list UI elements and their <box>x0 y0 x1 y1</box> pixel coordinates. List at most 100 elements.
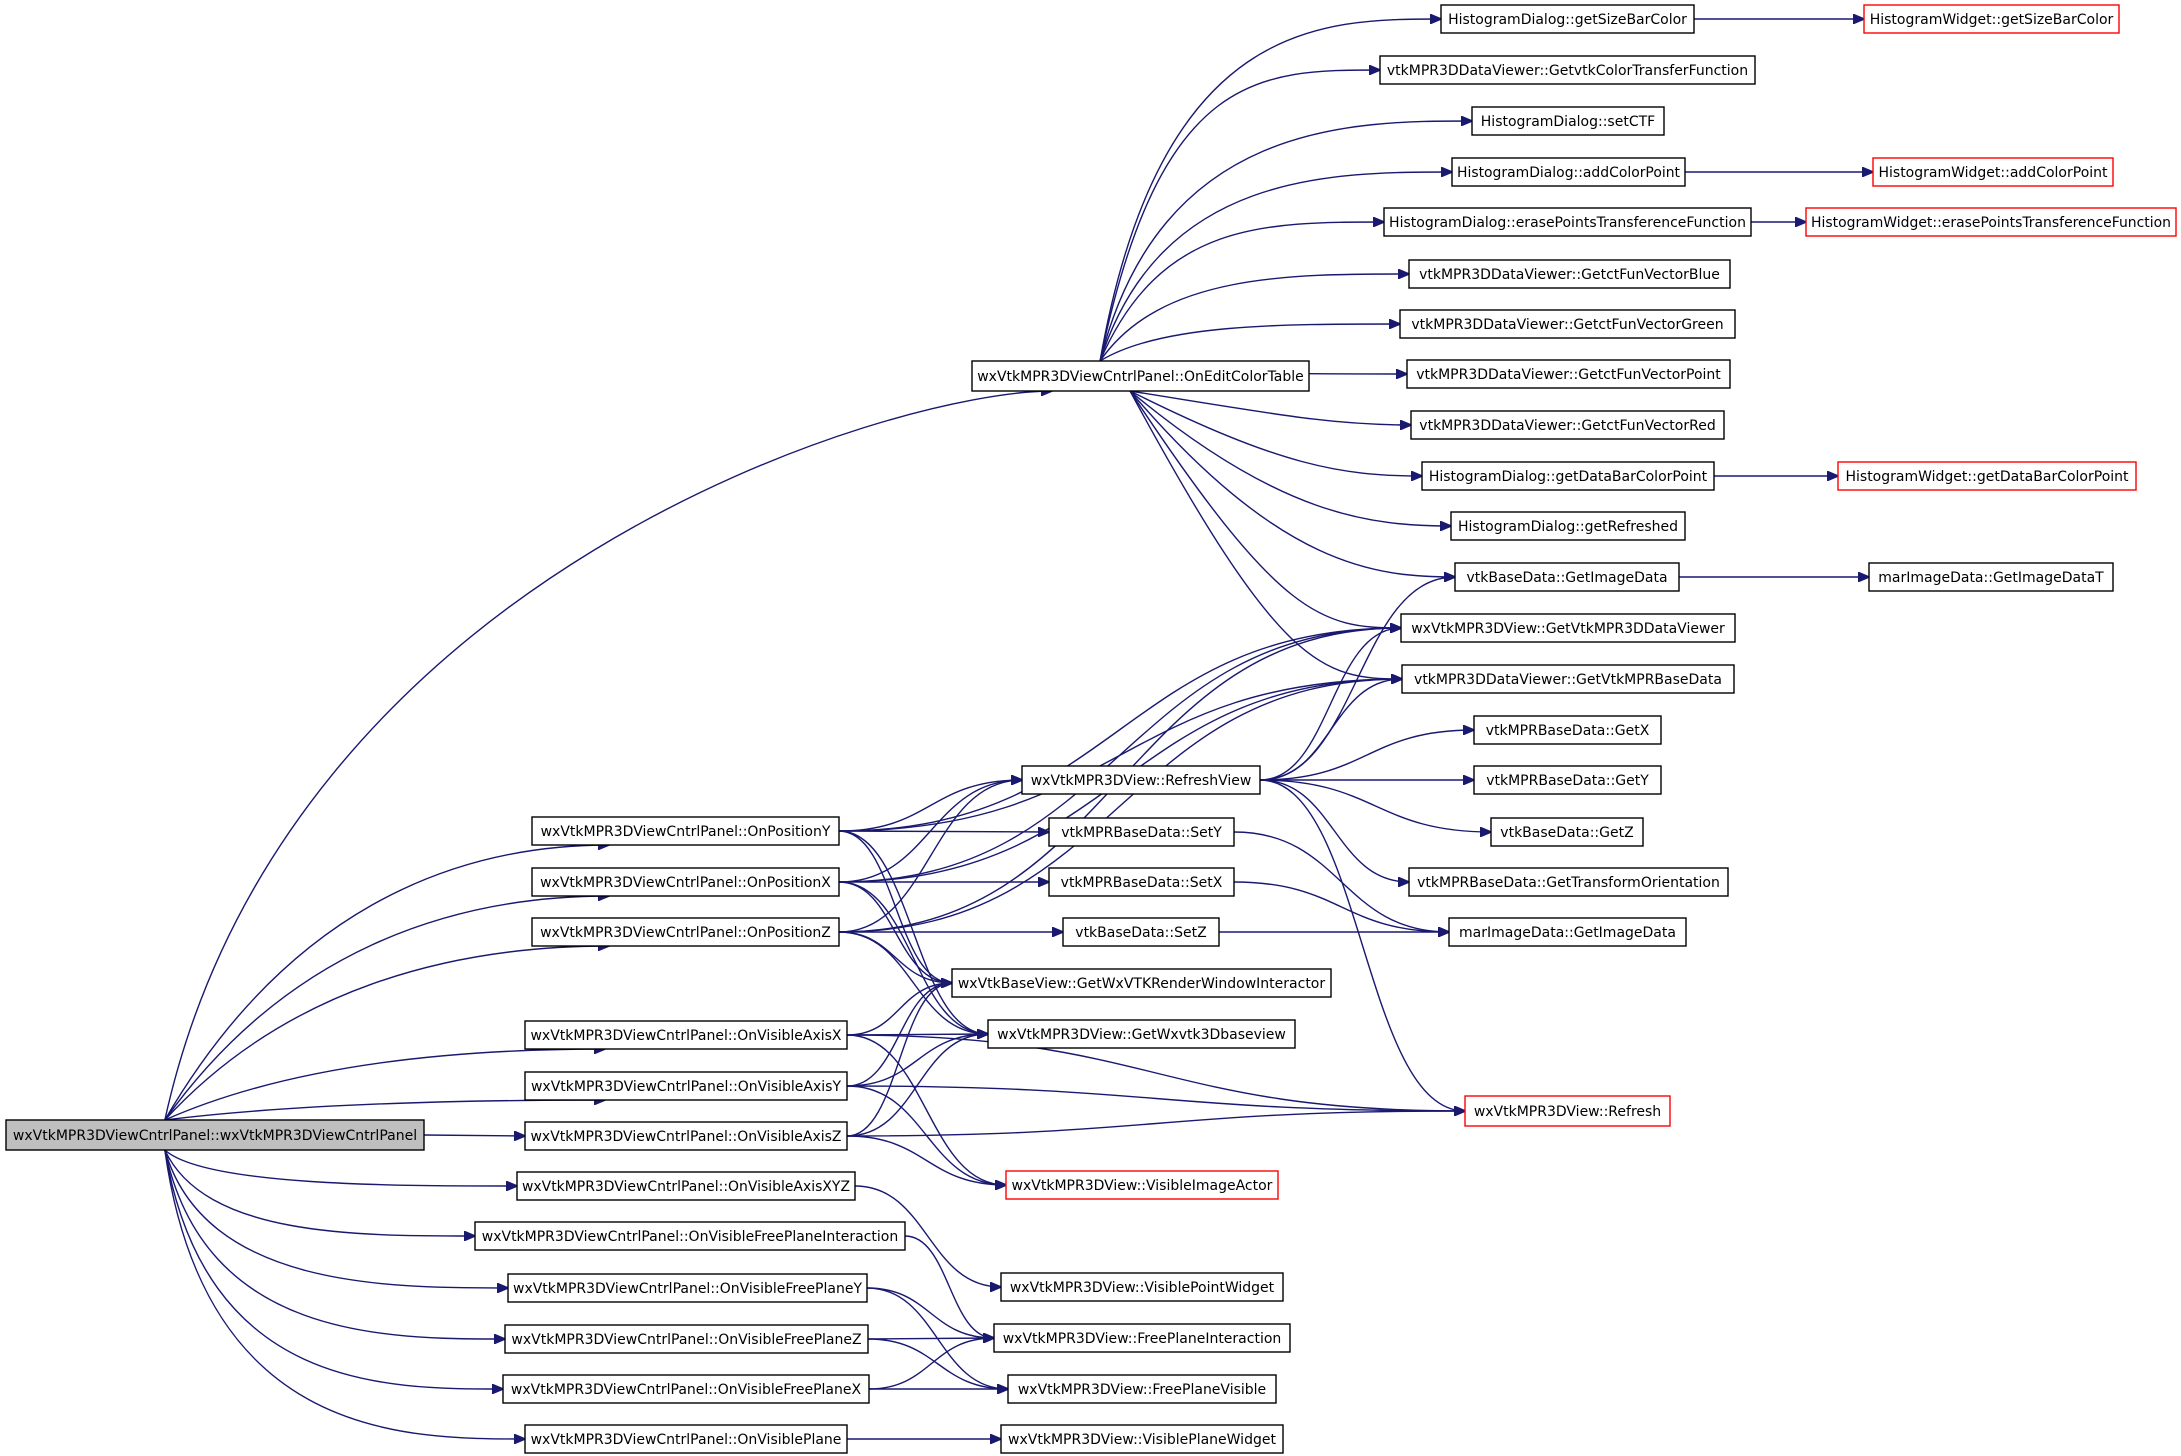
edge-editct-to-dv_blue <box>1099 274 1409 362</box>
node-bd_getx[interactable]: vtkMPRBaseData::GetX <box>1473 715 1662 745</box>
node-dv_blue[interactable]: vtkMPR3DDataViewer::GetctFunVectorBlue <box>1408 259 1731 289</box>
node-label: HistogramDialog::getSizeBarColor <box>1448 12 1687 28</box>
edge-refreshview-to-v_gdv <box>1259 628 1401 781</box>
node-visy[interactable]: wxVtkMPR3DViewCntrlPanel::OnVisibleAxisY <box>524 1071 848 1101</box>
node-posy[interactable]: wxVtkMPR3DViewCntrlPanel::OnPositionY <box>531 816 840 846</box>
node-v_refresh[interactable]: wxVtkMPR3DView::Refresh <box>1464 1095 1671 1127</box>
edge-visz-to-v_g3d <box>846 1034 988 1137</box>
node-visx[interactable]: wxVtkMPR3DViewCntrlPanel::OnVisibleAxisX <box>524 1020 848 1050</box>
node-mar_gidt[interactable]: marImageData::GetImageDataT <box>1868 562 2114 592</box>
node-vfpy[interactable]: wxVtkMPR3DViewCntrlPanel::OnVisibleFreeP… <box>507 1273 868 1303</box>
node-hw_eptf[interactable]: HistogramWidget::erasePointsTransference… <box>1805 207 2177 237</box>
node-dv_point[interactable]: vtkMPR3DDataViewer::GetctFunVectorPoint <box>1406 359 1731 389</box>
node-hw_gdbcp[interactable]: HistogramWidget::getDataBarColorPoint <box>1837 461 2137 491</box>
edge-refreshview-to-bd_getz <box>1259 779 1491 832</box>
node-v_fpv[interactable]: wxVtkMPR3DView::FreePlaneVisible <box>1007 1374 1277 1404</box>
node-v_g3d[interactable]: wxVtkMPR3DView::GetWxvtk3Dbaseview <box>987 1019 1296 1049</box>
node-vfpx[interactable]: wxVtkMPR3DViewCntrlPanel::OnVisibleFreeP… <box>502 1374 870 1404</box>
node-label: HistogramDialog::setCTF <box>1481 114 1655 130</box>
node-bd_setx[interactable]: vtkMPRBaseData::SetX <box>1048 867 1235 897</box>
edge <box>164 1149 508 1288</box>
node-bd_setyv[interactable]: vtkMPRBaseData::SetY <box>1048 817 1235 847</box>
node-box <box>1048 867 1235 897</box>
node-v_vplw[interactable]: wxVtkMPR3DView::VisiblePlaneWidget <box>1000 1424 1284 1454</box>
node-box <box>1868 562 2114 592</box>
edge-refreshview-to-bd_gto <box>1259 779 1409 882</box>
node-box <box>1473 765 1662 795</box>
edge-root-to-visxyz <box>164 1149 517 1186</box>
node-bv_gwx[interactable]: wxVtkBaseView::GetWxVTKRenderWindowInter… <box>951 968 1332 998</box>
node-box <box>1410 410 1725 440</box>
edge <box>1099 274 1409 362</box>
edge <box>1129 390 1402 679</box>
edge <box>164 1149 475 1236</box>
node-root[interactable]: wxVtkMPR3DViewCntrlPanel::wxVtkMPR3DView… <box>5 1119 425 1151</box>
node-box <box>531 917 840 947</box>
edge-vfpi-to-v_fpi <box>904 1235 994 1338</box>
edge <box>1129 390 1401 628</box>
node-v_fpi[interactable]: wxVtkMPR3DView::FreePlaneInteraction <box>993 1323 1291 1353</box>
edge-editct-to-bd_gid <box>1129 390 1455 577</box>
edge <box>1233 831 1449 932</box>
node-bd_gid[interactable]: vtkBaseData::GetImageData <box>1454 562 1680 592</box>
node-bd_getz[interactable]: vtkBaseData::GetZ <box>1490 817 1644 847</box>
edge <box>838 881 988 1034</box>
node-hw_gsbc[interactable]: HistogramWidget::getSizeBarColor <box>1863 4 2120 34</box>
node-hd_gsbc[interactable]: HistogramDialog::getSizeBarColor <box>1440 4 1695 34</box>
node-dv_gbd[interactable]: vtkMPR3DDataViewer::GetVtkMPRBaseData <box>1401 664 1735 694</box>
node-vfpz[interactable]: wxVtkMPR3DViewCntrlPanel::OnVisibleFreeP… <box>504 1324 869 1354</box>
node-visxyz[interactable]: wxVtkMPR3DViewCntrlPanel::OnVisibleAxisX… <box>516 1171 856 1201</box>
edge-root-to-visz <box>423 1135 525 1136</box>
node-box <box>502 1374 870 1404</box>
node-visz[interactable]: wxVtkMPR3DViewCntrlPanel::OnVisibleAxisZ <box>524 1121 848 1151</box>
node-hd_acp[interactable]: HistogramDialog::addColorPoint <box>1451 157 1686 187</box>
edge <box>164 1149 517 1186</box>
node-mar_gid[interactable]: marImageData::GetImageData <box>1448 917 1687 947</box>
node-dv_green[interactable]: vtkMPR3DDataViewer::GetctFunVectorGreen <box>1399 309 1736 339</box>
node-label: HistogramDialog::erasePointsTransference… <box>1389 215 1746 231</box>
edge <box>846 983 952 1036</box>
node-bd_gety[interactable]: vtkMPRBaseData::GetY <box>1473 765 1662 795</box>
node-label: HistogramWidget::getSizeBarColor <box>1870 12 2114 28</box>
edge <box>164 1149 525 1439</box>
node-vfpi[interactable]: wxVtkMPR3DViewCntrlPanel::OnVisibleFreeP… <box>474 1221 906 1251</box>
node-editct[interactable]: wxVtkMPR3DViewCntrlPanel::OnEditColorTab… <box>971 360 1310 392</box>
edge-editct-to-hd_gsbc <box>1099 19 1441 362</box>
edge-visy-to-bv_gwx <box>846 983 952 1087</box>
node-hd_gref[interactable]: HistogramDialog::getRefreshed <box>1450 511 1686 541</box>
node-label: vtkMPRBaseData::SetX <box>1061 875 1223 891</box>
node-v_gdv[interactable]: wxVtkMPR3DView::GetVtkMPR3DDataViewer <box>1400 613 1736 643</box>
node-label: wxVtkMPR3DViewCntrlPanel::wxVtkMPR3DView… <box>13 1128 417 1144</box>
node-v_via[interactable]: wxVtkMPR3DView::VisibleImageActor <box>1005 1170 1279 1200</box>
edge <box>1099 70 1380 362</box>
node-bd_setz[interactable]: vtkBaseData::SetZ <box>1062 917 1220 947</box>
node-label: vtkMPR3DDataViewer::GetctFunVectorRed <box>1419 418 1715 434</box>
edge <box>846 1034 1006 1185</box>
node-label: wxVtkMPR3DViewCntrlPanel::OnVisibleAxisX <box>530 1028 841 1044</box>
node-hd_setctf[interactable]: HistogramDialog::setCTF <box>1471 106 1665 136</box>
edge <box>164 391 1052 1121</box>
node-label: wxVtkMPR3DViewCntrlPanel::OnEditColorTab… <box>977 369 1304 385</box>
node-v_vpw[interactable]: wxVtkMPR3DView::VisiblePointWidget <box>1000 1272 1284 1302</box>
edge <box>838 931 988 1034</box>
node-refreshview[interactable]: wxVtkMPR3DView::RefreshView <box>1021 765 1261 795</box>
node-vplane[interactable]: wxVtkMPR3DViewCntrlPanel::OnVisiblePlane <box>524 1424 848 1454</box>
edge-visy-to-v_g3d <box>846 1034 988 1087</box>
node-dv_red[interactable]: vtkMPR3DDataViewer::GetctFunVectorRed <box>1410 410 1725 440</box>
node-box <box>1450 511 1686 541</box>
edge-visz-to-v_via <box>846 1135 1006 1185</box>
node-hw_acp[interactable]: HistogramWidget::addColorPoint <box>1872 157 2114 187</box>
node-dv_getctf[interactable]: vtkMPR3DDataViewer::GetvtkColorTransferF… <box>1379 55 1756 85</box>
node-posz[interactable]: wxVtkMPR3DViewCntrlPanel::OnPositionZ <box>531 917 840 947</box>
node-bd_gto[interactable]: vtkMPRBaseData::GetTransformOrientation <box>1408 867 1729 897</box>
node-hd_gdbcp[interactable]: HistogramDialog::getDataBarColorPoint <box>1421 461 1715 491</box>
node-box <box>1421 461 1715 491</box>
edge <box>838 780 1022 883</box>
edge <box>867 1338 994 1339</box>
node-box <box>1000 1272 1284 1302</box>
node-posx[interactable]: wxVtkMPR3DViewCntrlPanel::OnPositionX <box>531 867 840 897</box>
node-label: vtkMPRBaseData::GetY <box>1486 773 1649 789</box>
edge <box>867 1338 1008 1389</box>
node-hd_eptf[interactable]: HistogramDialog::erasePointsTransference… <box>1383 207 1752 237</box>
node-label: vtkMPRBaseData::GetTransformOrientation <box>1417 875 1720 891</box>
